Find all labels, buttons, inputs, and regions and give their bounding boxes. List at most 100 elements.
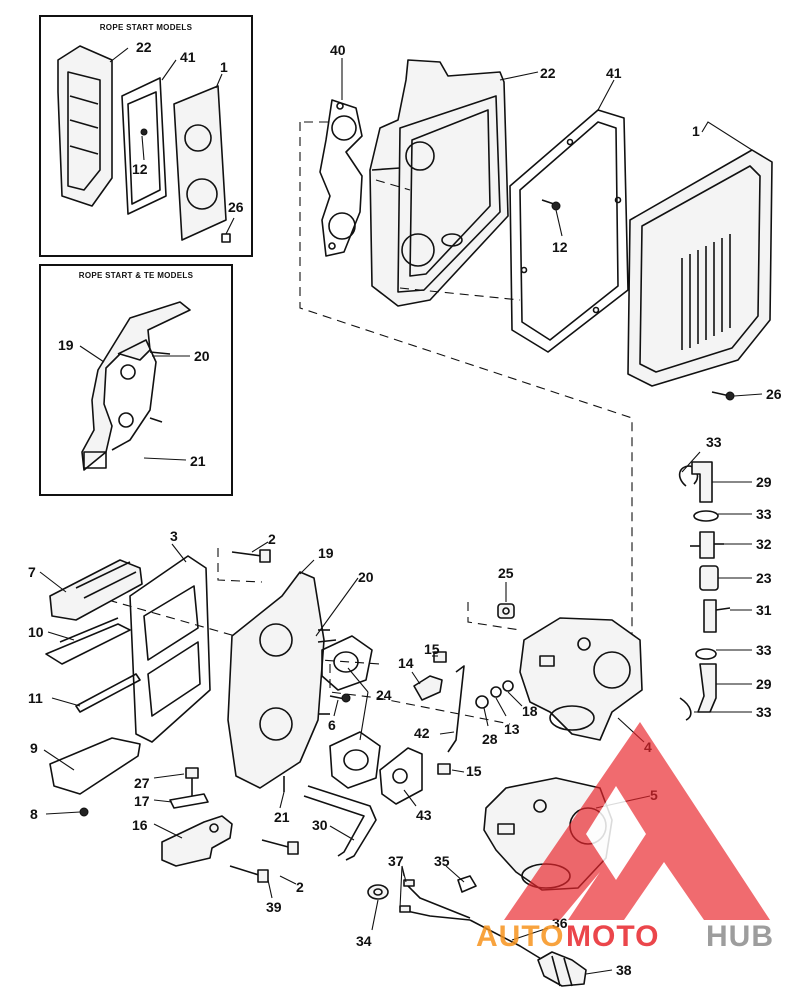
- part-10-reeds: [45, 617, 131, 665]
- part-19-manifold: [227, 571, 330, 789]
- part-40-gasket: [319, 99, 363, 257]
- callout-11: 11: [28, 690, 43, 706]
- callout-15-b: 15: [466, 763, 482, 779]
- callout-43: 43: [416, 807, 432, 823]
- callout-18: 18: [522, 703, 538, 719]
- inset-part-26: [221, 233, 231, 243]
- part-43-gasket: [379, 747, 423, 805]
- part-41-gasket: [509, 109, 629, 353]
- callout-6: 6: [328, 717, 336, 733]
- callout-33-b: 33: [756, 506, 772, 522]
- callout-29-b: 29: [756, 676, 772, 692]
- callout-35: 35: [434, 853, 450, 869]
- part-14-link: [413, 675, 443, 701]
- callout-33-c: 33: [756, 642, 772, 658]
- part-20-stud: [317, 639, 337, 643]
- part-15-nut-b: [437, 763, 451, 775]
- part-11-stop: [75, 673, 141, 713]
- part-4-carburetor: [519, 617, 643, 741]
- callout-27: 27: [134, 775, 150, 791]
- callout-37: 37: [388, 853, 404, 869]
- callout-38: 38: [616, 962, 632, 978]
- part-38-solenoid: [537, 951, 587, 987]
- callout-42: 42: [414, 725, 430, 741]
- callout-39: 39: [266, 899, 282, 915]
- callout-22: 22: [540, 65, 556, 81]
- part-29-hose-a: [691, 461, 713, 503]
- top-assembly: 40 22 41 1 12 26: [319, 42, 782, 402]
- part-32-tee: [690, 531, 724, 559]
- inset-callout-21: 21: [190, 453, 206, 469]
- callout-40: 40: [330, 42, 346, 58]
- callout-3: 3: [170, 528, 178, 544]
- part-37-wires: [399, 879, 471, 921]
- inset-callout-26: 26: [228, 199, 244, 215]
- callout-16: 16: [132, 817, 148, 833]
- inset-rope-start-te: ROPE START & TE MODELS 19 20 21: [39, 264, 233, 496]
- callout-19: 19: [318, 545, 334, 561]
- callout-31: 31: [756, 602, 772, 618]
- part-23-filter: [699, 565, 719, 591]
- callout-29-a: 29: [756, 474, 772, 490]
- callout-2-a: 2: [268, 531, 276, 547]
- watermark: AUTO MOTO HUB: [476, 722, 774, 953]
- part-9-plate: [49, 737, 141, 795]
- inset-part-22: [57, 45, 113, 207]
- part-35-clip: [457, 875, 477, 893]
- callout-15-a: 15: [424, 641, 440, 657]
- callout-28: 28: [482, 731, 498, 747]
- callout-14: 14: [398, 655, 414, 671]
- callout-10: 10: [28, 624, 44, 640]
- inset-part-41: [121, 77, 167, 215]
- callout-12: 12: [552, 239, 568, 255]
- inset-callout-41: 41: [180, 49, 196, 65]
- part-26-screw: [711, 391, 735, 401]
- inset-callout-22: 22: [136, 39, 152, 55]
- callout-33-d: 33: [756, 704, 772, 720]
- callout-26: 26: [766, 386, 782, 402]
- callout-20: 20: [358, 569, 374, 585]
- part-7-reed-block: [49, 559, 143, 621]
- part-3-gasket: [129, 555, 211, 743]
- part-33-clamp-b: [693, 510, 719, 522]
- part-29-hose-b: [697, 663, 717, 713]
- callout-23: 23: [756, 570, 772, 586]
- inset-callout-20: 20: [194, 348, 210, 364]
- callout-33-a: 33: [706, 434, 722, 450]
- part-34-nut: [367, 884, 389, 900]
- part-8-screw: [79, 807, 89, 817]
- part-28-screw: [475, 695, 489, 709]
- callout-7: 7: [28, 564, 36, 580]
- inset-callout-12: 12: [132, 161, 148, 177]
- part-18-spring: [502, 680, 514, 692]
- alignment-lines: [93, 121, 633, 725]
- callout-34: 34: [356, 933, 372, 949]
- callout-24: 24: [376, 687, 392, 703]
- part-2-bolt-b: [261, 839, 299, 855]
- inset-part-12: [140, 128, 148, 136]
- inset-rope-start: ROPE START MODELS 22 41 1: [39, 15, 253, 257]
- callout-1: 1: [692, 123, 700, 139]
- callout-9: 9: [30, 740, 38, 756]
- callout-41: 41: [606, 65, 622, 81]
- inset-part-19: [81, 301, 191, 471]
- callout-2-b: 2: [296, 879, 304, 895]
- part-33-clamp-c: [695, 648, 717, 660]
- callout-21: 21: [274, 809, 290, 825]
- watermark-text-auto: AUTO: [476, 920, 564, 953]
- callout-30: 30: [312, 817, 328, 833]
- part-13-washer: [490, 686, 502, 698]
- part-24-gaskets: [321, 635, 381, 789]
- callout-25: 25: [498, 565, 514, 581]
- part-33-clamp-a: [678, 465, 699, 487]
- part-15-nut-a: [433, 651, 447, 663]
- watermark-text-hub: HUB: [706, 920, 774, 953]
- part-31-fitting: [703, 599, 731, 633]
- part-16-bracket: [161, 815, 233, 867]
- inset-callout-19: 19: [58, 337, 74, 353]
- callout-32: 32: [756, 536, 772, 552]
- part-27-screw: [185, 767, 199, 796]
- inset-rope-start-title: ROPE START MODELS: [100, 23, 193, 32]
- watermark-logo-mark: [504, 722, 770, 920]
